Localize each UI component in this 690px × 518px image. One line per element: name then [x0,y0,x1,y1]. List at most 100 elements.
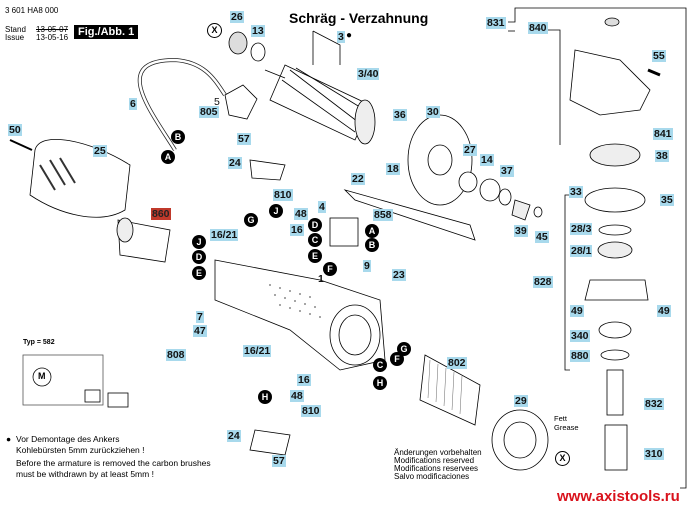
part-label: 16 [290,224,304,236]
field-coil [419,354,481,426]
fan-baffle [491,409,549,471]
marker-b: B [171,130,185,144]
marker-f: F [323,262,337,276]
part-label: 840 [528,22,548,34]
figure-badge: Fig./Abb. 1 [74,25,139,39]
part-label: 310 [644,448,664,460]
part-label: 9 [363,260,371,272]
part-label: 828 [533,276,553,288]
gear-housing [569,49,651,116]
part-label: 38 [655,150,669,162]
part-label-highlighted: 860 [151,208,171,220]
marker-g: G [244,213,258,227]
part-label: 47 [193,325,207,337]
note-en-line2: must be withdrawn by at least 5mm ! [16,469,154,479]
marker-j: J [269,204,283,218]
type-label: Typ = 582 [23,339,55,346]
brush-cover [249,429,291,456]
marker-e: E [192,266,206,280]
part-label: 831 [486,17,506,29]
part-label: 880 [570,350,590,362]
part-label: 28/3 [570,223,593,235]
note-en-line1: Before the armature is removed the carbo… [16,458,211,468]
bearing-flange-828 [584,279,649,301]
bearing-26 [228,31,248,55]
part-label: 802 [447,357,467,369]
part-label: 3/40 [357,68,380,80]
part-label: 4 [318,201,326,213]
marker-d: D [308,218,322,232]
part-label: 49 [657,305,671,317]
part-label: 810 [273,189,293,201]
part-label: 832 [644,398,664,410]
marker-f: F [390,352,404,366]
part-label: 5 [214,96,220,108]
part-label: 49 [570,305,584,317]
mod-fr: Modifications reservees [394,464,479,473]
part-number: 3 601 HA8 000 [5,6,59,15]
mod-en: Modifications reserved [394,456,475,465]
marker-x: X [207,23,222,38]
part-label: 16/21 [243,345,272,357]
part-label: 16 [297,374,311,386]
marker-c: C [373,358,387,372]
switch-4 [329,217,359,247]
part-label: 841 [653,128,673,140]
issue-date: 13-05-16 [36,33,69,42]
note-de-line1: Vor Demontage des Ankers [16,434,120,444]
sleeve-310 [604,424,628,471]
marker-h: H [258,390,272,404]
part-label: 48 [294,208,308,220]
rear-cover [29,138,131,218]
grease-de: Fett [554,414,567,423]
part-label: 23 [392,269,406,281]
switch-lever [343,189,476,241]
diagram-title: Schräg - Verzahnung [289,10,429,26]
watermark-url[interactable]: www.axistools.ru [557,488,680,505]
plug [224,84,258,120]
part-label: 14 [480,154,494,166]
flange-35 [584,187,646,213]
brush-cover-top [249,159,286,181]
part-label: 48 [290,390,304,402]
part-label: 37 [500,165,514,177]
part-label: 57 [237,133,251,145]
part-label: 3 [337,31,345,43]
spindle [606,369,624,416]
grease-en: Grease [554,423,579,432]
wiring-diagram [22,354,129,408]
marker-b: B [365,238,379,252]
part-label: 25 [93,145,107,157]
part-label: 39 [514,225,528,237]
part-label: 805 [199,106,219,118]
armature [264,64,376,145]
part-label: 55 [652,50,666,62]
part-label: 13 [251,25,265,37]
note-de-line2: Kohlebürsten 5mm zurückziehen ! [16,445,145,455]
stand-label: Stand [5,25,26,34]
marker-e: E [308,249,322,263]
part-label: 50 [8,124,22,136]
part-label: 26 [230,11,244,23]
stand-date: 13-05-07 [36,25,69,34]
bullet-marker: ● [346,30,353,41]
part-label: 1 [318,273,324,285]
part-label: 808 [166,349,186,361]
part-label: 35 [660,194,674,206]
part-label: 810 [301,405,321,417]
part-label: 27 [463,144,477,156]
part-label: 7 [196,311,204,323]
marker-c: C [308,233,322,247]
part-label: 30 [426,106,440,118]
note-bullet: ● [6,434,12,444]
bearing-flange [407,114,473,206]
part-label: 36 [393,109,407,121]
part-label: 33 [569,186,583,198]
bearing-13 [250,42,266,62]
part-label: 22 [351,173,365,185]
part-label: 340 [570,330,590,342]
part-label: 29 [514,395,528,407]
part-label: 858 [373,209,393,221]
marker-d: D [192,250,206,264]
